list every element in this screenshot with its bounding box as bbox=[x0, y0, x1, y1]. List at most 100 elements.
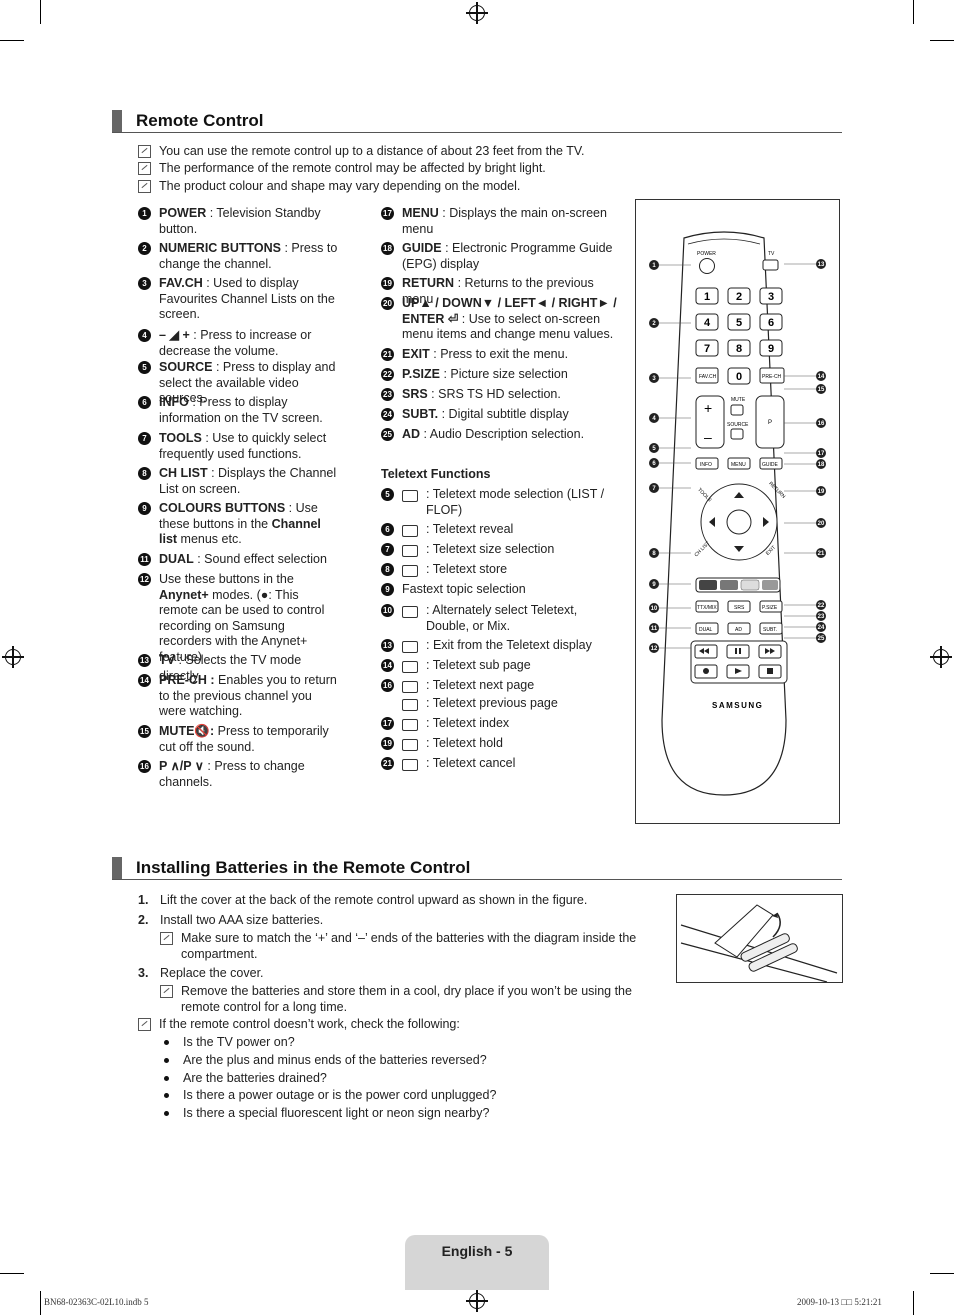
svg-text:PRE-CH: PRE-CH bbox=[762, 374, 782, 380]
callout-number: 1 bbox=[652, 263, 656, 269]
callout-number: 7 bbox=[652, 486, 656, 492]
callout-number: 15 bbox=[818, 387, 825, 393]
item-number: 16 bbox=[138, 760, 151, 773]
teletext-button-icon bbox=[402, 565, 418, 577]
power-button[interactable] bbox=[699, 258, 715, 274]
item-text: AD : Audio Description selection. bbox=[402, 427, 585, 441]
subt-button[interactable] bbox=[759, 622, 783, 635]
pre-ch-button[interactable] bbox=[759, 367, 785, 384]
item-number: 11 bbox=[138, 553, 151, 566]
callout-number: 24 bbox=[818, 625, 825, 631]
page-number-tab: English - 5 bbox=[405, 1235, 549, 1290]
callout-marker bbox=[816, 259, 826, 269]
item-text: : Teletext cancel bbox=[426, 756, 516, 770]
callout-marker bbox=[816, 459, 826, 469]
callout-marker bbox=[649, 373, 659, 383]
number-key[interactable] bbox=[759, 339, 783, 357]
callout-marker bbox=[816, 611, 826, 621]
number-key[interactable] bbox=[759, 287, 783, 305]
teletext-button-icon bbox=[402, 661, 418, 673]
item-number: 1 bbox=[138, 207, 151, 220]
callout-marker bbox=[649, 579, 659, 589]
brand-logo: SAMSUNG bbox=[712, 701, 763, 710]
number-key[interactable] bbox=[727, 367, 751, 385]
teletext-item: 17: Teletext index bbox=[381, 716, 611, 732]
fav-ch-button[interactable] bbox=[695, 367, 719, 384]
callout-marker bbox=[649, 260, 659, 270]
callout-marker bbox=[649, 623, 659, 633]
svg-text:INFO: INFO bbox=[700, 462, 712, 468]
number-key[interactable] bbox=[759, 313, 783, 331]
tv-button[interactable] bbox=[762, 259, 779, 271]
crop-mark bbox=[0, 1273, 24, 1274]
note: Make sure to match the ‘+’ and ‘–’ ends … bbox=[160, 930, 640, 962]
teletext-item: 6: Teletext reveal bbox=[381, 522, 611, 538]
number-key[interactable] bbox=[727, 287, 751, 305]
callout-number: 20 bbox=[818, 521, 825, 527]
item-number: 13 bbox=[138, 654, 151, 667]
teletext-item: 5: Teletext mode selection (LIST / FLOF) bbox=[381, 487, 611, 518]
teletext-button-icon bbox=[402, 739, 418, 751]
number-key[interactable] bbox=[695, 287, 719, 305]
number-key-label: 3 bbox=[768, 291, 774, 303]
item-text: : Teletext sub page bbox=[426, 658, 531, 672]
ad-button[interactable] bbox=[727, 622, 751, 635]
callout-number: 6 bbox=[652, 461, 656, 467]
item-text: TOOLS : Use to quickly select frequently… bbox=[159, 431, 327, 461]
note-icon bbox=[138, 1018, 151, 1031]
number-key-label: 5 bbox=[736, 317, 742, 329]
item-text: NUMERIC BUTTONS : Press to change the ch… bbox=[159, 241, 338, 271]
number-key[interactable] bbox=[695, 313, 719, 331]
item-text: : Teletext reveal bbox=[426, 522, 514, 536]
callout-number: 9 bbox=[652, 582, 656, 588]
number-key[interactable] bbox=[727, 339, 751, 357]
source-button[interactable] bbox=[730, 428, 744, 440]
enter-button[interactable] bbox=[726, 509, 752, 535]
number-key-label: 4 bbox=[704, 317, 711, 329]
callout-number: 18 bbox=[818, 462, 825, 468]
number-key[interactable] bbox=[727, 313, 751, 331]
callout-number: 12 bbox=[651, 646, 658, 652]
dual-button[interactable] bbox=[695, 622, 719, 635]
item-number: 7 bbox=[138, 432, 151, 445]
registration-mark-icon bbox=[466, 2, 488, 24]
item-number: 17 bbox=[381, 717, 394, 730]
item-number: 19 bbox=[381, 277, 394, 290]
note-icon bbox=[160, 932, 173, 945]
guide-button[interactable] bbox=[759, 457, 783, 470]
item-number: 21 bbox=[381, 348, 394, 361]
ttx-mix-button[interactable] bbox=[695, 600, 719, 613]
volume-rocker[interactable] bbox=[695, 395, 725, 449]
heading-bar bbox=[112, 110, 122, 132]
channel-rocker[interactable] bbox=[755, 395, 785, 449]
item-number: 14 bbox=[138, 674, 151, 687]
item-text: : Teletext size selection bbox=[426, 542, 555, 556]
note: The product colour and shape may vary de… bbox=[138, 178, 520, 194]
print-timestamp: 2009-10-13 □□ 5:21:21 bbox=[797, 1297, 882, 1307]
mute-button[interactable] bbox=[730, 404, 744, 416]
item-text: : Teletext store bbox=[426, 562, 508, 576]
number-key-label: 1 bbox=[704, 291, 710, 303]
item-number: 12 bbox=[138, 573, 151, 586]
menu-button[interactable] bbox=[727, 457, 751, 470]
teletext-item: 8: Teletext store bbox=[381, 562, 611, 578]
button-description: 7 TOOLS : Use to quickly select frequentl… bbox=[138, 431, 338, 462]
callout-marker bbox=[649, 413, 659, 423]
number-key[interactable] bbox=[695, 339, 719, 357]
callout-marker bbox=[816, 518, 826, 528]
info-button[interactable] bbox=[695, 457, 719, 470]
crop-mark bbox=[40, 0, 41, 24]
srs-button[interactable] bbox=[727, 600, 751, 613]
p-size-button[interactable] bbox=[759, 600, 783, 613]
